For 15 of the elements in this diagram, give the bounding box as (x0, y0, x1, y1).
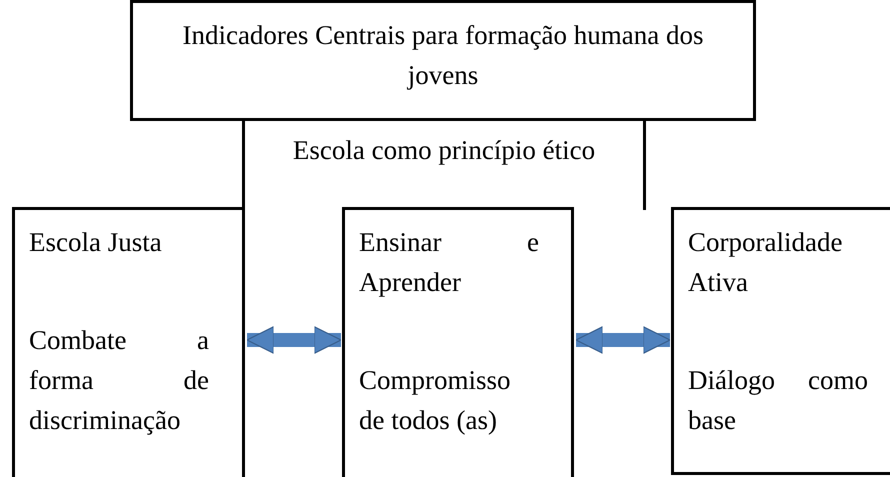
box-text: Escola como princípio ético (292, 134, 596, 167)
column-heading: Ensinar e Aprender (359, 226, 539, 299)
double-arrow (575, 326, 671, 354)
column-text: Combate a forma de discriminação (29, 324, 209, 437)
column-heading: Corporalidade Ativa (688, 226, 844, 299)
column-box (671, 207, 890, 475)
column-box (342, 207, 574, 477)
column-text: Diálogo como base (688, 364, 868, 437)
title-box (130, 0, 756, 121)
column-heading: Escola Justa (29, 226, 163, 259)
box-text: Indicadores Centrais para formação humana dos jovens (181, 19, 705, 92)
double-arrow (246, 326, 342, 354)
column-text: Compromisso de todos (as) (359, 364, 512, 437)
subtitle-box (242, 118, 646, 210)
column-box (12, 207, 245, 477)
